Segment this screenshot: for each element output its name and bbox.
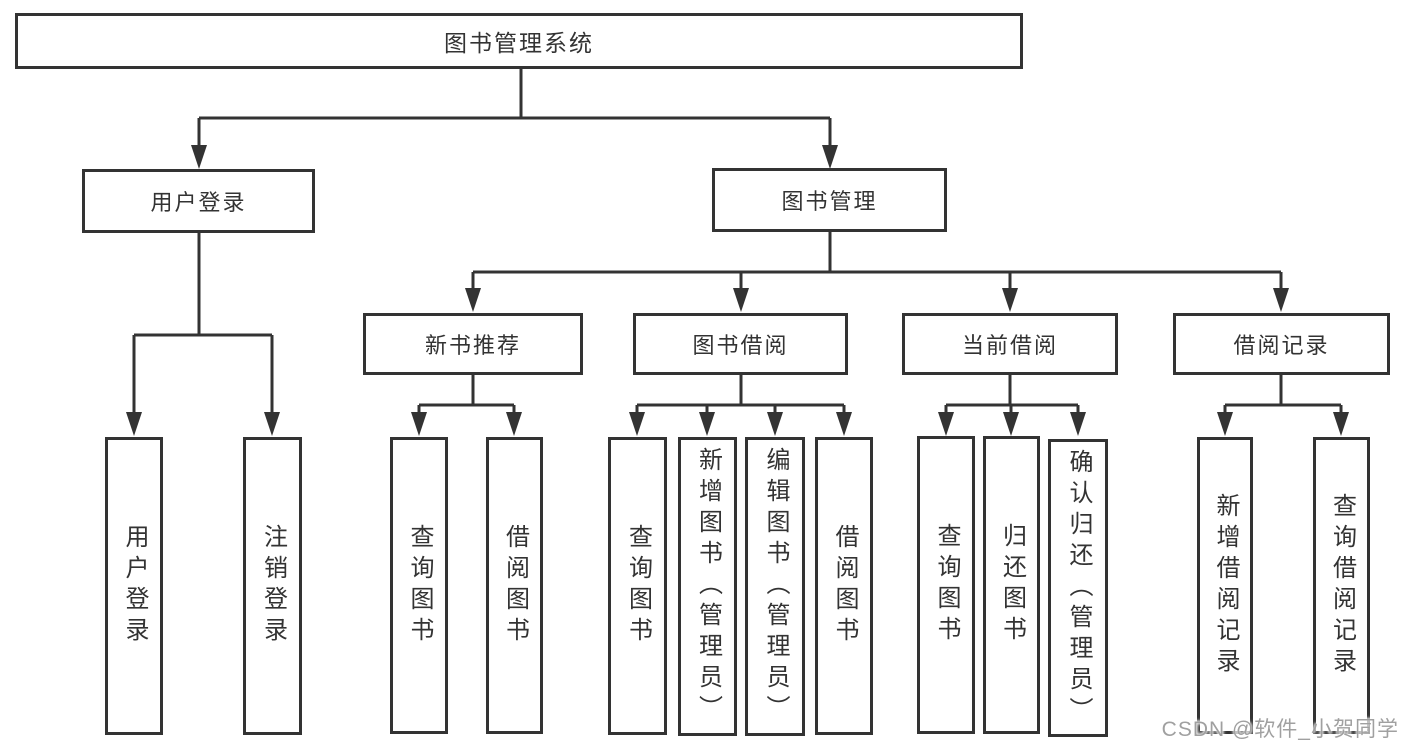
leaf-add-book-admin-label: 新增图书（管理员） (694, 447, 722, 726)
connector-borrow-records-branch (1217, 375, 1349, 436)
node-root: 图书管理系统 (15, 13, 1023, 69)
leaf-return-book-label: 归还图书 (998, 523, 1026, 647)
leaf-logout: 注销登录 (243, 437, 302, 735)
leaf-borrow-books-borrow-label: 借阅图书 (831, 524, 858, 648)
connector-root-to-level2 (191, 69, 838, 169)
leaf-query-borrow-record: 查询借阅记录 (1313, 437, 1370, 734)
leaf-return-book: 归还图书 (983, 436, 1040, 734)
leaf-borrow-books-recommend: 借阅图书 (486, 437, 543, 734)
connector-current-borrow-branch (938, 375, 1086, 436)
leaf-confirm-return-admin: 确认归还（管理员） (1048, 439, 1108, 737)
node-user-login-label: 用户登录 (150, 190, 247, 215)
node-book-management-label: 图书管理 (781, 189, 878, 214)
leaf-edit-book-admin: 编辑图书（管理员） (745, 437, 805, 736)
leaf-logout-label: 注销登录 (259, 524, 287, 648)
leaf-query-borrow-record-label: 查询借阅记录 (1328, 492, 1356, 679)
node-book-management: 图书管理 (712, 168, 947, 232)
node-new-book-recommend-label: 新书推荐 (424, 333, 521, 358)
leaf-confirm-return-admin-label: 确认归还（管理员） (1065, 448, 1092, 728)
leaf-user-login-label: 用户登录 (121, 524, 148, 648)
node-borrow-records-label: 借阅记录 (1233, 333, 1330, 358)
csdn-watermark: CSDN @软件_小贺同学 (1161, 718, 1399, 741)
connector-book-borrow-branch (629, 375, 852, 436)
leaf-add-borrow-record: 新增借阅记录 (1197, 437, 1253, 734)
node-book-borrow: 图书借阅 (633, 313, 848, 375)
leaf-edit-book-admin-label: 编辑图书（管理员） (762, 447, 789, 726)
leaf-user-login: 用户登录 (105, 437, 163, 735)
node-current-borrow-label: 当前借阅 (961, 333, 1058, 358)
leaf-query-books-current-label: 查询图书 (933, 523, 960, 647)
leaf-query-books-recommend: 查询图书 (390, 437, 448, 734)
leaf-query-books-current: 查询图书 (917, 436, 975, 734)
leaf-query-books-recommend-label: 查询图书 (406, 523, 433, 648)
node-borrow-records: 借阅记录 (1173, 313, 1390, 375)
leaf-add-borrow-record-label: 新增借阅记录 (1212, 492, 1239, 679)
node-root-label: 图书管理系统 (444, 30, 594, 56)
node-current-borrow: 当前借阅 (902, 313, 1118, 375)
connector-new-book-branch (411, 375, 522, 436)
node-new-book-recommend: 新书推荐 (363, 313, 583, 375)
connector-user-login-branch (126, 233, 280, 436)
node-book-borrow-label: 图书借阅 (692, 333, 789, 358)
leaf-borrow-books-borrow: 借阅图书 (815, 437, 873, 735)
leaf-borrow-books-recommend-label: 借阅图书 (501, 523, 529, 648)
leaf-query-books-borrow-label: 查询图书 (624, 524, 652, 648)
leaf-query-books-borrow: 查询图书 (608, 437, 667, 735)
connector-book-management-branch (465, 232, 1289, 312)
node-user-login: 用户登录 (82, 169, 315, 233)
leaf-add-book-admin: 新增图书（管理员） (678, 437, 737, 736)
